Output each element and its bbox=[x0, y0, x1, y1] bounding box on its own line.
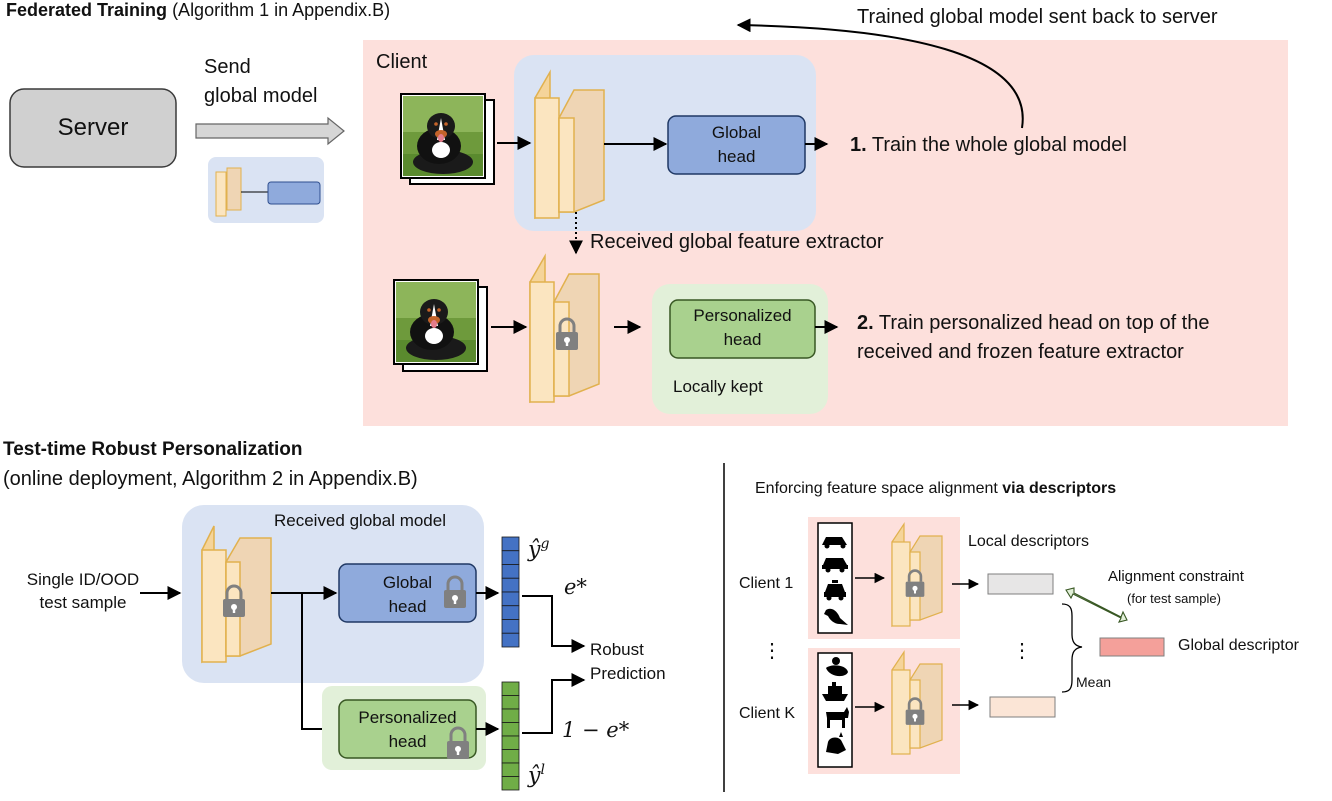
arrow-sent-back bbox=[736, 18, 1024, 129]
personalized-head-test-label-line2: head bbox=[388, 732, 427, 751]
local-output-cell bbox=[501, 708, 520, 723]
step2-label-line2: received and frozen feature extractor bbox=[857, 341, 1184, 363]
vdots-right: ⋮ bbox=[1012, 640, 1032, 662]
step2-label-line1: 2. Train personalized head on top of the bbox=[857, 312, 1210, 334]
clientK-label: Client K bbox=[739, 705, 796, 722]
global-head-test-label-line2: head bbox=[388, 597, 427, 616]
car-icon bbox=[822, 537, 847, 549]
e-star-label: e* bbox=[564, 575, 587, 599]
cat-icon bbox=[826, 732, 846, 754]
alignment-constraint-line2: (for test sample) bbox=[1127, 591, 1221, 606]
global-output-cell bbox=[501, 619, 520, 634]
mean-label: Mean bbox=[1076, 674, 1112, 690]
dog-icon bbox=[826, 707, 849, 728]
global-output-cell bbox=[501, 577, 520, 593]
client1-label: Client 1 bbox=[739, 575, 794, 592]
bird-icon bbox=[824, 608, 848, 625]
duck-icon bbox=[826, 657, 848, 677]
global-output-cell bbox=[501, 632, 520, 648]
global-output-cell bbox=[501, 564, 520, 579]
alignment-constraint-arrow bbox=[1065, 587, 1128, 623]
training-image-top bbox=[400, 93, 495, 185]
local-output-cell bbox=[501, 762, 520, 777]
arrow-global-output-to-prediction bbox=[522, 595, 586, 653]
local-output-cell bbox=[501, 749, 520, 764]
global-output-cell bbox=[501, 591, 520, 607]
test-feature-extractor bbox=[201, 525, 272, 664]
server-box bbox=[9, 88, 177, 168]
one-minus-e-label: 1 − e* bbox=[562, 718, 630, 742]
send-arrow bbox=[195, 116, 345, 146]
locally-kept-label: Locally kept bbox=[673, 377, 763, 396]
local-descriptor-k bbox=[989, 696, 1056, 718]
local-output-cell bbox=[501, 681, 520, 696]
input-label-line1: Single ID/OOD bbox=[26, 570, 140, 589]
client-label: Client bbox=[376, 51, 428, 73]
local-output-cell bbox=[501, 695, 520, 710]
vdots-left: ⋮ bbox=[762, 640, 782, 662]
client1-feature-extractor bbox=[891, 522, 943, 628]
mean-brace bbox=[1061, 603, 1083, 693]
global-output-cell bbox=[501, 605, 520, 620]
server-label: Server bbox=[57, 114, 129, 141]
local-output-cell bbox=[501, 735, 520, 750]
test-time-subtitle: (online deployment, Algorithm 2 in Appen… bbox=[3, 468, 418, 490]
sent-back-label: Trained global model sent back to server bbox=[857, 6, 1218, 28]
alignment-title: Enforcing feature space alignment via de… bbox=[755, 480, 1117, 497]
global-descriptor-label: Global descriptor bbox=[1178, 637, 1299, 654]
car-icon bbox=[822, 558, 848, 573]
global-output-vector bbox=[501, 536, 520, 648]
received-extractor-label: Received global feature extractor bbox=[590, 231, 884, 253]
clientK-feature-extractor bbox=[891, 650, 943, 756]
test-time-title: Test-time Robust Personalization bbox=[3, 439, 303, 460]
local-descriptor-1 bbox=[987, 573, 1054, 595]
step1-label: 1. Train the whole global model bbox=[850, 134, 1127, 156]
taxi-icon bbox=[824, 580, 846, 601]
received-global-model-label: Received global model bbox=[274, 511, 446, 530]
federated-training-title: Federated Training (Algorithm 1 in Appen… bbox=[6, 0, 391, 20]
global-head-test-label-line1: Global bbox=[382, 573, 433, 592]
send-label-line1: Send bbox=[204, 56, 251, 78]
robust-prediction-line1: Robust bbox=[590, 640, 644, 659]
local-output-cell bbox=[501, 776, 520, 791]
local-descriptors-label: Local descriptors bbox=[968, 533, 1089, 550]
global-output-cell bbox=[501, 536, 520, 552]
global-head-label-line1: Global bbox=[711, 123, 762, 142]
robust-prediction-line2: Prediction bbox=[590, 664, 666, 683]
local-output-cell bbox=[501, 722, 520, 737]
local-output-vector bbox=[501, 681, 520, 791]
ship-icon bbox=[822, 682, 848, 701]
personalized-head-label-line2: head bbox=[723, 330, 762, 349]
arrow-local-output-to-prediction bbox=[522, 673, 586, 734]
alignment-constraint-line1: Alignment constraint bbox=[1108, 568, 1244, 585]
global-head-label-line2: head bbox=[717, 147, 756, 166]
global-output-cell bbox=[501, 550, 520, 565]
y-local-label: ŷl bbox=[528, 762, 545, 789]
personalized-head-test-label-line1: Personalized bbox=[358, 708, 457, 727]
y-global-label: ŷg bbox=[528, 536, 550, 563]
training-image-bottom bbox=[393, 279, 488, 372]
send-label-line2: global model bbox=[204, 85, 318, 107]
input-label-line2: test sample bbox=[39, 593, 127, 612]
global-descriptor-box bbox=[1099, 637, 1165, 657]
personalized-head-box-top bbox=[669, 299, 816, 359]
personalized-head-label-line1: Personalized bbox=[693, 306, 792, 325]
